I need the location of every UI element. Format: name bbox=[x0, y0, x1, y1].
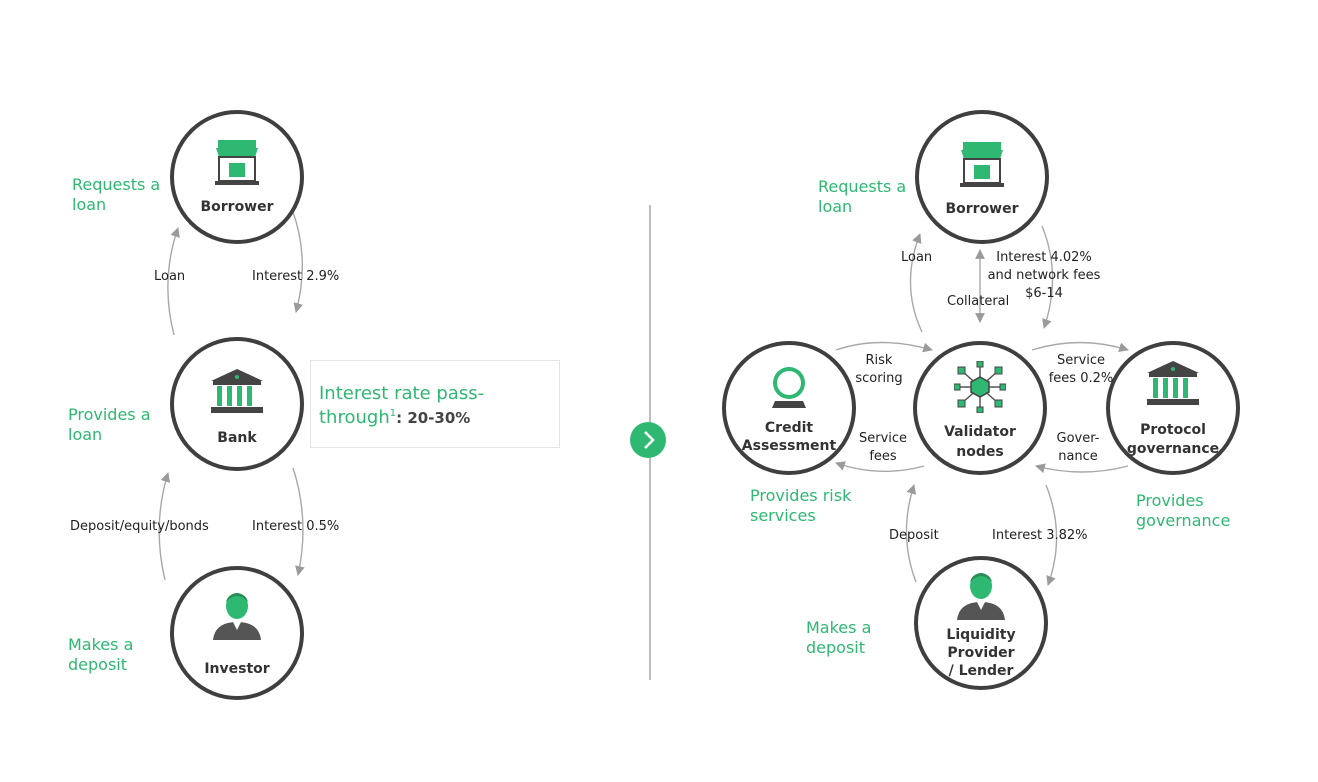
arrow-interest-left bbox=[292, 211, 304, 313]
person-icon bbox=[213, 593, 261, 640]
flow-governance-1: Gover- bbox=[1056, 431, 1100, 446]
flow-risk-2: scoring bbox=[855, 371, 903, 386]
network-nodes-icon bbox=[954, 361, 1006, 413]
borrower-label-right: Borrower bbox=[945, 201, 1019, 217]
flow-interest-fees-2: and network fees bbox=[987, 268, 1101, 283]
arrow-risk-scoring bbox=[835, 341, 933, 353]
crystal-ball-icon bbox=[772, 367, 806, 408]
role-makes-deposit-right: Makes a deposit bbox=[806, 618, 872, 657]
role-provides-risk: Provides risk services bbox=[750, 486, 852, 525]
arrow-governance bbox=[1035, 463, 1129, 473]
pass-through-callout: Interest rate pass- through1: 20-30% bbox=[310, 360, 560, 448]
arrow-loan-left bbox=[167, 227, 180, 336]
lender-label-3: / Lender bbox=[948, 663, 1014, 679]
validator-label-1: Validator bbox=[944, 424, 1016, 440]
flow-interest-lender: Interest 3.82% bbox=[992, 528, 1088, 543]
flow-service-fees-1: Service bbox=[858, 431, 908, 446]
callout-value: : 20-30% bbox=[396, 409, 471, 427]
protocol-label-2: governance bbox=[1126, 441, 1220, 457]
flow-collateral: Collateral bbox=[947, 294, 1010, 309]
borrower-label-left: Borrower bbox=[200, 199, 274, 215]
investor-label-left: Investor bbox=[204, 661, 270, 677]
flow-service-fees-pct-2: fees 0.2% bbox=[1048, 371, 1114, 386]
role-requests-loan-right: Requests a loan bbox=[818, 177, 907, 216]
arrow-service-fees bbox=[835, 461, 925, 472]
bank-icon bbox=[1147, 361, 1199, 405]
role-provides-loan-left: Provides a loan bbox=[68, 405, 151, 444]
storefront-icon bbox=[960, 142, 1004, 187]
flow-interest-fees-1: Interest 4.02% bbox=[996, 250, 1092, 265]
flow-interest-fees-3: $6-14 bbox=[1025, 286, 1063, 301]
borrower-node-left: Borrower bbox=[170, 110, 304, 244]
callout-title: Interest rate pass- bbox=[319, 383, 485, 404]
protocol-label-1: Protocol bbox=[1140, 422, 1206, 438]
role-requests-loan-left: Requests a loan bbox=[72, 175, 161, 214]
flow-risk-1: Risk bbox=[865, 353, 893, 368]
bank-icon bbox=[211, 369, 263, 413]
storefront-icon bbox=[215, 140, 259, 185]
arrow-deposit-left bbox=[158, 472, 171, 581]
credit-node: Credit Assessment bbox=[722, 341, 856, 475]
flow-interest-left: Interest 2.9% bbox=[252, 269, 340, 284]
arrow-deposit-right bbox=[905, 484, 917, 583]
flow-loan-right: Loan bbox=[901, 250, 933, 265]
chevron-right-icon bbox=[644, 431, 655, 449]
protocol-node: Protocol governance bbox=[1106, 341, 1240, 475]
arrow-interest-investor-left bbox=[292, 467, 305, 576]
arrow-interest-right bbox=[1041, 225, 1054, 329]
lender-label-2: Provider bbox=[947, 645, 1015, 661]
role-provides-governance: Provides governance bbox=[1136, 491, 1231, 530]
flow-interest-investor-left: Interest 0.5% bbox=[252, 519, 340, 534]
next-button[interactable] bbox=[630, 422, 666, 458]
validator-node: Validator nodes bbox=[913, 341, 1047, 475]
callout-footnote: 1 bbox=[389, 408, 397, 419]
lender-label-1: Liquidity bbox=[946, 627, 1016, 643]
flow-service-fees-2: fees bbox=[869, 449, 897, 464]
arrow-interest-lender bbox=[1045, 484, 1058, 586]
flow-deposit-left: Deposit/equity/bonds bbox=[70, 519, 209, 534]
validator-label-2: nodes bbox=[956, 444, 1004, 460]
arrow-service-fees-protocol bbox=[1031, 341, 1129, 353]
flow-governance-2: nance bbox=[1058, 449, 1098, 464]
flow-deposit-right: Deposit bbox=[889, 528, 939, 543]
flow-service-fees-pct-1: Service bbox=[1056, 353, 1106, 368]
borrower-node-right: Borrower bbox=[915, 110, 1049, 244]
bank-node-left: Bank bbox=[170, 337, 304, 471]
arrow-loan-right bbox=[909, 233, 923, 333]
flow-loan-left: Loan bbox=[154, 269, 186, 284]
role-makes-deposit-left: Makes a deposit bbox=[68, 635, 134, 674]
investor-node-left: Investor bbox=[170, 566, 304, 700]
person-icon bbox=[957, 573, 1005, 620]
lender-node: Liquidity Provider / Lender bbox=[914, 556, 1048, 690]
callout-subtitle: through1: 20-30% bbox=[319, 407, 471, 428]
bank-label-left: Bank bbox=[217, 430, 257, 446]
credit-label-2: Assessment bbox=[741, 438, 837, 454]
credit-label-1: Credit bbox=[764, 420, 814, 436]
